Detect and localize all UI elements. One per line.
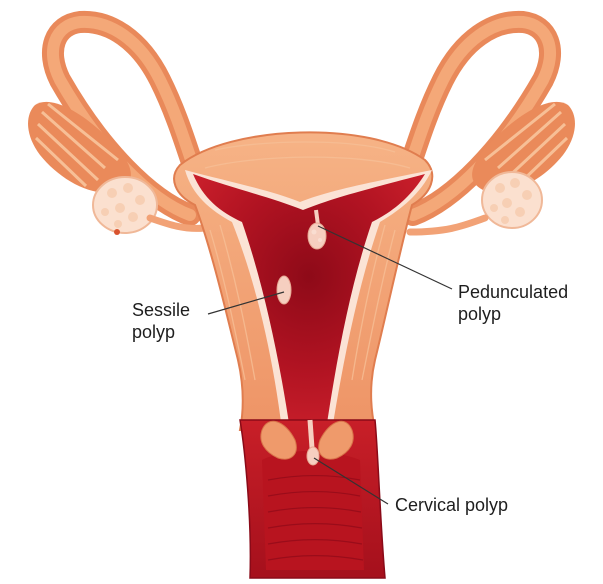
sessile-polyp-label: Sessile polyp [132,299,190,343]
pedunculated-polyp-label: Pedunculated polyp [458,281,568,325]
pedunculated-label-line2: polyp [458,303,568,325]
pedunculated-label-line1: Pedunculated [458,281,568,303]
sessile-label-line1: Sessile [132,299,190,321]
sessile-polyp [277,276,291,304]
cervical-polyp-label: Cervical polyp [395,494,508,516]
cervical-label-line1: Cervical polyp [395,494,508,516]
sessile-label-line2: polyp [132,321,190,343]
